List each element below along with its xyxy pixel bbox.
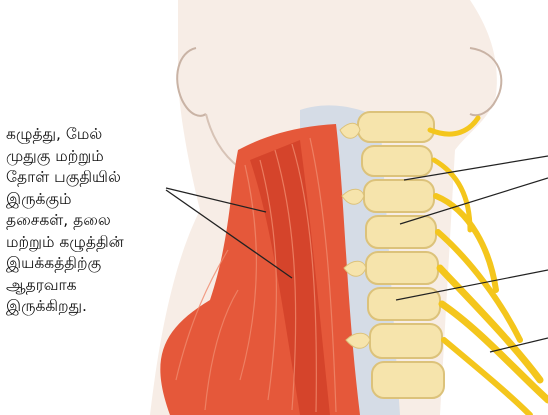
caption-line: தோள் பகுதியில் — [6, 167, 176, 189]
caption-line: தசைகள், தலை — [6, 210, 176, 232]
caption-line: இருக்கிறது. — [6, 296, 176, 318]
caption-line: மற்றும் கழுத்தின் — [6, 232, 176, 254]
caption-line: கழுத்து, மேல் — [6, 124, 176, 146]
caption-line: முதுகு மற்றும் — [6, 146, 176, 168]
caption-line: இருக்கும் — [6, 189, 176, 211]
muscle-caption: கழுத்து, மேல் முதுகு மற்றும் தோள் பகுதிய… — [6, 124, 176, 318]
caption-line: இயக்கத்திற்கு — [6, 253, 176, 275]
caption-line: ஆதரவாக — [6, 275, 176, 297]
